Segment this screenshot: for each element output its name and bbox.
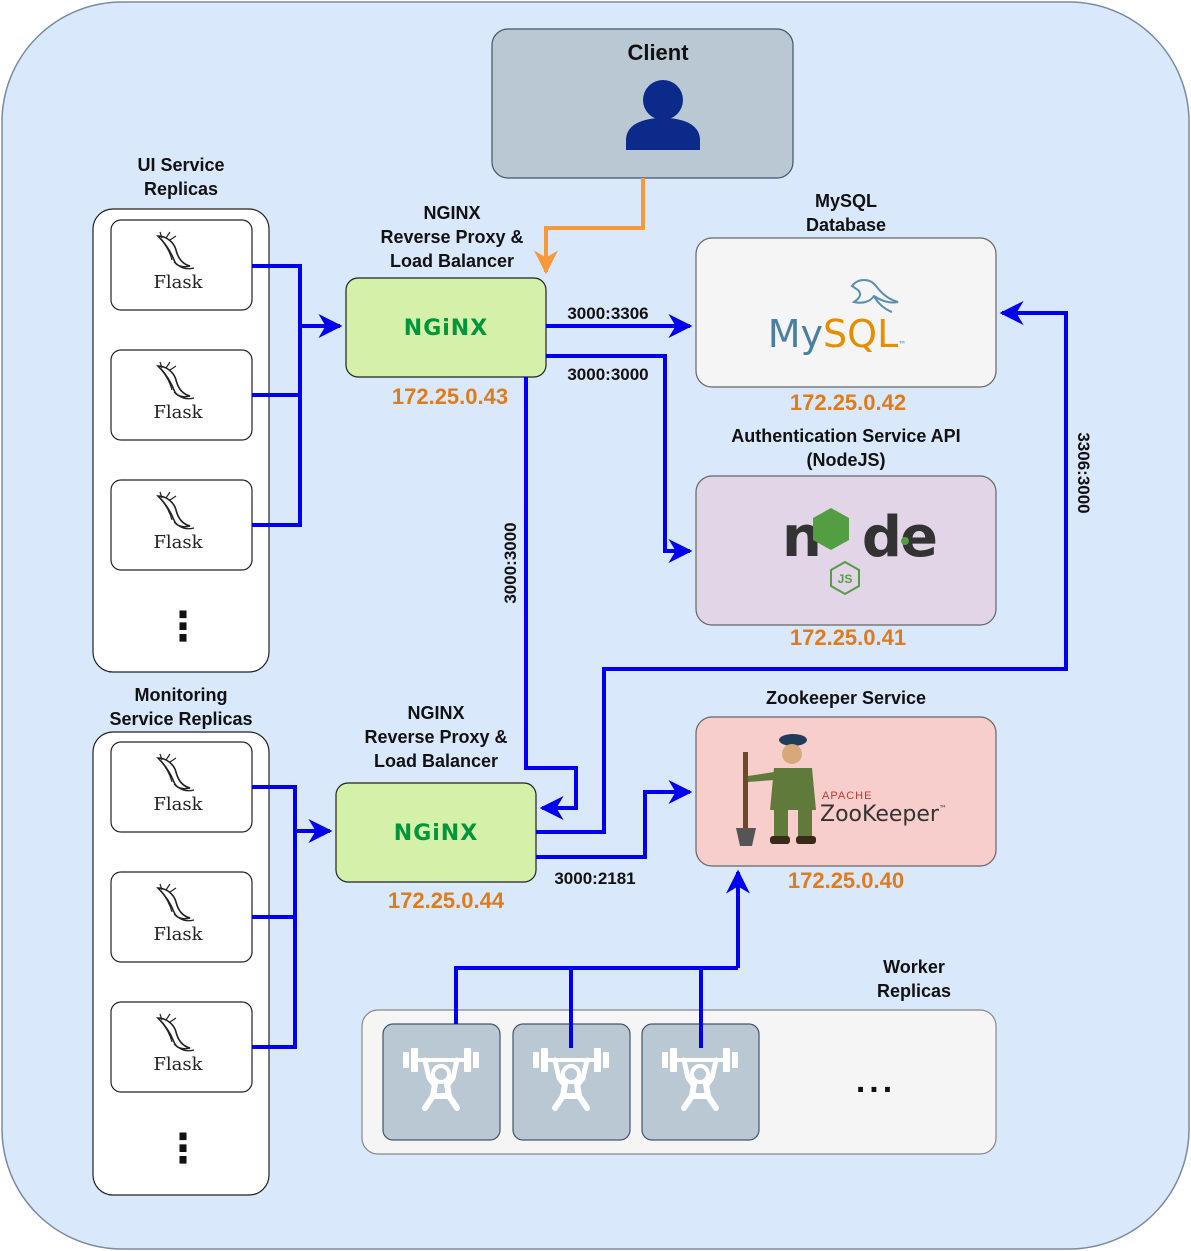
connector-nginx-ui-nginx-mon [524, 377, 578, 820]
mysql-label-2: Database [806, 215, 886, 235]
monitoring-label-1: Monitoring [135, 685, 228, 705]
auth-label-1: Authentication Service API [731, 426, 960, 446]
nginx-monitoring-box: NGiNX [335, 782, 537, 883]
port-nginx-mysql: 3000:3306 [567, 304, 648, 323]
nginx-ui-ip: 172.25.0.43 [392, 384, 508, 409]
connector-client-nginx [534, 178, 645, 275]
ui-flask-replica-1: Flask [110, 219, 253, 311]
connector-mon-replicas-nginx [252, 785, 333, 1049]
flask-label: Flask [153, 1054, 203, 1075]
mysql-box: MySQL™ [695, 237, 997, 388]
client-label: Client [627, 40, 689, 65]
ui-service-label-1: UI Service [137, 155, 224, 175]
zookeeper-ip: 172.25.0.40 [788, 868, 904, 893]
port-nginx-ui-nginx-mon: 3000:3000 [501, 522, 520, 603]
nginx-logo: NGiNX [404, 316, 488, 341]
flask-label: Flask [153, 402, 203, 423]
zookeeper-keeper-icon [736, 734, 816, 846]
dolphin-icon [850, 279, 899, 313]
zookeeper-label: Zookeeper Service [766, 688, 926, 708]
js-hexagon-icon [830, 560, 860, 596]
monitoring-label-2: Service Replicas [109, 709, 252, 729]
workers-label-1: Worker [883, 957, 945, 977]
ui-service-label-2: Replicas [144, 179, 218, 199]
user-icon [626, 80, 700, 150]
mon-flask-replica-3: Flask [110, 1001, 253, 1093]
flask-label: Flask [153, 532, 203, 553]
connector-nginx-mon-mysql [536, 301, 1068, 834]
mysql-ip: 172.25.0.42 [790, 390, 906, 415]
nginx-ui-label-1: NGINX [423, 203, 480, 223]
connector-nginx-auth [546, 354, 693, 563]
auth-label-2: (NodeJS) [806, 450, 885, 470]
worker-replica-1 [382, 1023, 501, 1141]
auth-ip: 172.25.0.41 [790, 625, 906, 650]
nginx-mon-ip: 172.25.0.44 [388, 888, 505, 913]
mysql-logo: MySQL™ [768, 312, 906, 356]
client-box: Client [491, 28, 794, 179]
nginx-mon-label-2: Reverse Proxy & [364, 727, 507, 747]
connector-ui-replicas-nginx [252, 264, 343, 527]
ui-flask-replica-2: Flask [110, 349, 253, 441]
nginx-mon-label-1: NGINX [407, 703, 464, 723]
workers-label-2: Replicas [877, 981, 951, 1001]
port-mysql-link: 3306:3000 [1074, 432, 1093, 513]
zookeeper-box: APACHE ZooKeeper™ [695, 716, 997, 867]
nginx-ui-box: NGiNX [345, 277, 547, 378]
connector-nginx-mon-zookeeper [536, 780, 693, 859]
flask-label: Flask [153, 924, 203, 945]
mon-flask-replica-1: Flask [110, 741, 253, 833]
flask-label: Flask [153, 272, 203, 293]
connector-workers-zookeeper [454, 869, 750, 1048]
nginx-ui-label-2: Reverse Proxy & [380, 227, 523, 247]
mysql-label-1: MySQL [815, 191, 877, 211]
nginx-ui-label-3: Load Balancer [390, 251, 514, 271]
ui-more-indicator: ⋮ [163, 605, 203, 649]
zookeeper-wordmark: ZooKeeper™ [820, 802, 947, 827]
js-label: JS [838, 572, 853, 586]
mon-flask-replica-2: Flask [110, 871, 253, 963]
nginx-logo: NGiNX [394, 821, 478, 846]
nginx-mon-label-3: Load Balancer [374, 751, 498, 771]
ui-flask-replica-3: Flask [110, 479, 253, 571]
mon-more-indicator: ⋮ [163, 1127, 203, 1171]
port-nginx-mon-zookeeper: 3000:2181 [554, 869, 635, 888]
workers-more-indicator: ... [856, 1062, 896, 1100]
zookeeper-apache-label: APACHE [822, 790, 872, 802]
flask-label: Flask [153, 794, 203, 815]
port-nginx-auth: 3000:3000 [567, 365, 648, 384]
